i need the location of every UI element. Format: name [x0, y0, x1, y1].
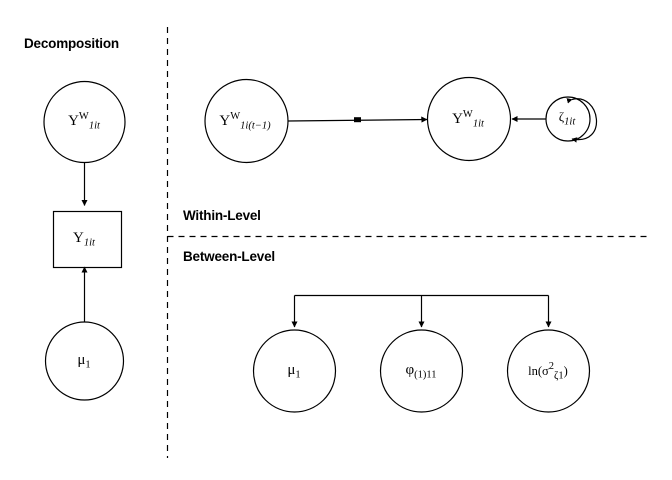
label-sup: W — [78, 111, 89, 123]
label-between-logvar: ln(σ2ζ1) — [528, 361, 568, 382]
node-current-circle — [426, 76, 512, 162]
label-between-mean: μ1 — [287, 361, 301, 381]
title-within-level: Within-Level — [183, 208, 261, 223]
node-between-logvar-circle — [506, 329, 591, 413]
label-observed: Y1it — [73, 229, 95, 249]
label-mean: μ1 — [77, 351, 91, 371]
label-sub: 1 — [295, 369, 301, 381]
label-base: ζ — [558, 108, 565, 124]
label-sub: 1it — [564, 116, 576, 128]
title-between-level: Between-Level — [183, 249, 275, 264]
label-sup: W — [462, 109, 473, 121]
label-sup: W — [230, 111, 241, 123]
label-base: Y — [73, 229, 84, 246]
title-decomposition: Decomposition — [24, 36, 119, 51]
label-sub: ζ1 — [554, 370, 564, 382]
node-observed-box — [52, 210, 123, 269]
label-sub: 1it — [83, 237, 95, 249]
label-between-phi: φ(1)11 — [405, 361, 437, 381]
label-sub: 1it — [472, 118, 484, 130]
label-tail: ) — [563, 363, 568, 378]
label-base: Y — [68, 112, 79, 129]
node-latent-within-circle — [43, 80, 126, 164]
label-sup: 2 — [548, 361, 555, 373]
label-residual: ζ1it — [559, 110, 575, 128]
label-base: μ — [287, 361, 296, 378]
autoregressive-parameter-marker — [354, 117, 361, 123]
node-between-phi-circle — [379, 329, 464, 413]
label-lagged: YW1i(t−1) — [219, 111, 271, 132]
label-base: φ — [405, 361, 415, 378]
label-current: YW1it — [452, 109, 484, 130]
label-base: Y — [219, 112, 231, 129]
residual-variance-loop — [566, 98, 597, 143]
label-sub: 1it — [88, 120, 100, 132]
label-sub: 1i(t−1) — [240, 120, 271, 132]
node-mean-circle — [44, 321, 125, 401]
label-base: μ — [77, 351, 86, 368]
label-latent-within: YW1it — [68, 111, 100, 132]
node-between-mean-circle — [252, 329, 337, 413]
label-base: Y — [452, 110, 463, 127]
label-base: ln(σ — [528, 363, 549, 378]
label-sub: (1)11 — [414, 369, 437, 381]
label-sub: 1 — [85, 359, 91, 371]
